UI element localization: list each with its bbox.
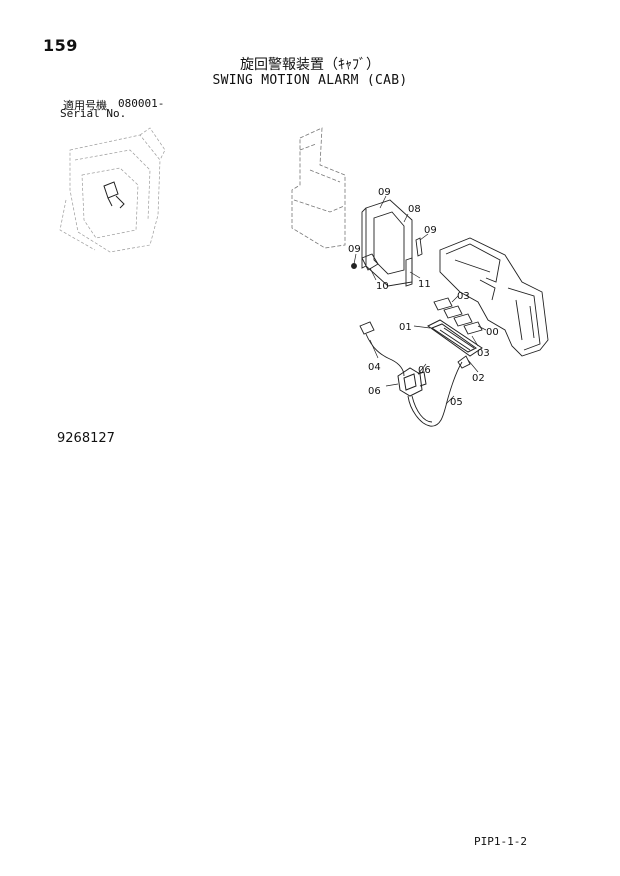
callout-09-top: 09 [378,187,391,198]
callout-03-bottom: 03 [477,348,490,359]
alarm-buzzer [397,367,427,397]
callout-09-left: 09 [348,244,361,255]
callout-03-top: 03 [457,291,470,302]
callout-02: 02 [472,373,485,384]
callout-09-right: 09 [424,225,437,236]
page-number: 159 [43,36,78,55]
switch-panel [427,319,483,357]
drawing-number: 9268127 [57,431,115,446]
switch-blocks [433,297,483,335]
serial-label-english: Serial No. [60,107,127,120]
wire-harness-05 [407,355,471,427]
callout-10: 10 [376,281,389,292]
wire-harness-04 [359,321,405,377]
cab-frame-outline [291,127,346,249]
callout-04: 04 [368,362,381,373]
serial-label-japanese: 適用号機 [63,99,107,112]
callout-06-upper: 06 [418,365,431,376]
callout-05: 05 [450,397,463,408]
callout-06-lower: 06 [368,386,381,397]
page-code: PIP1-1-2 [474,835,527,848]
title-japanese: 旋回警報装置（ｷｬﾌﾞ） [240,57,380,73]
callout-00: 00 [486,327,499,338]
locator-highlight [103,181,125,209]
cab-console-body [439,237,549,357]
mounting-bracket [361,199,413,287]
callout-leaders [353,195,487,405]
callout-01: 01 [399,322,412,333]
serial-value: 080001- [118,97,165,110]
title-english: SWING MOTION ALARM (CAB) [212,73,408,88]
callout-11: 11 [418,279,431,290]
machine-locator-illustration [59,127,166,253]
callout-08: 08 [408,204,421,215]
